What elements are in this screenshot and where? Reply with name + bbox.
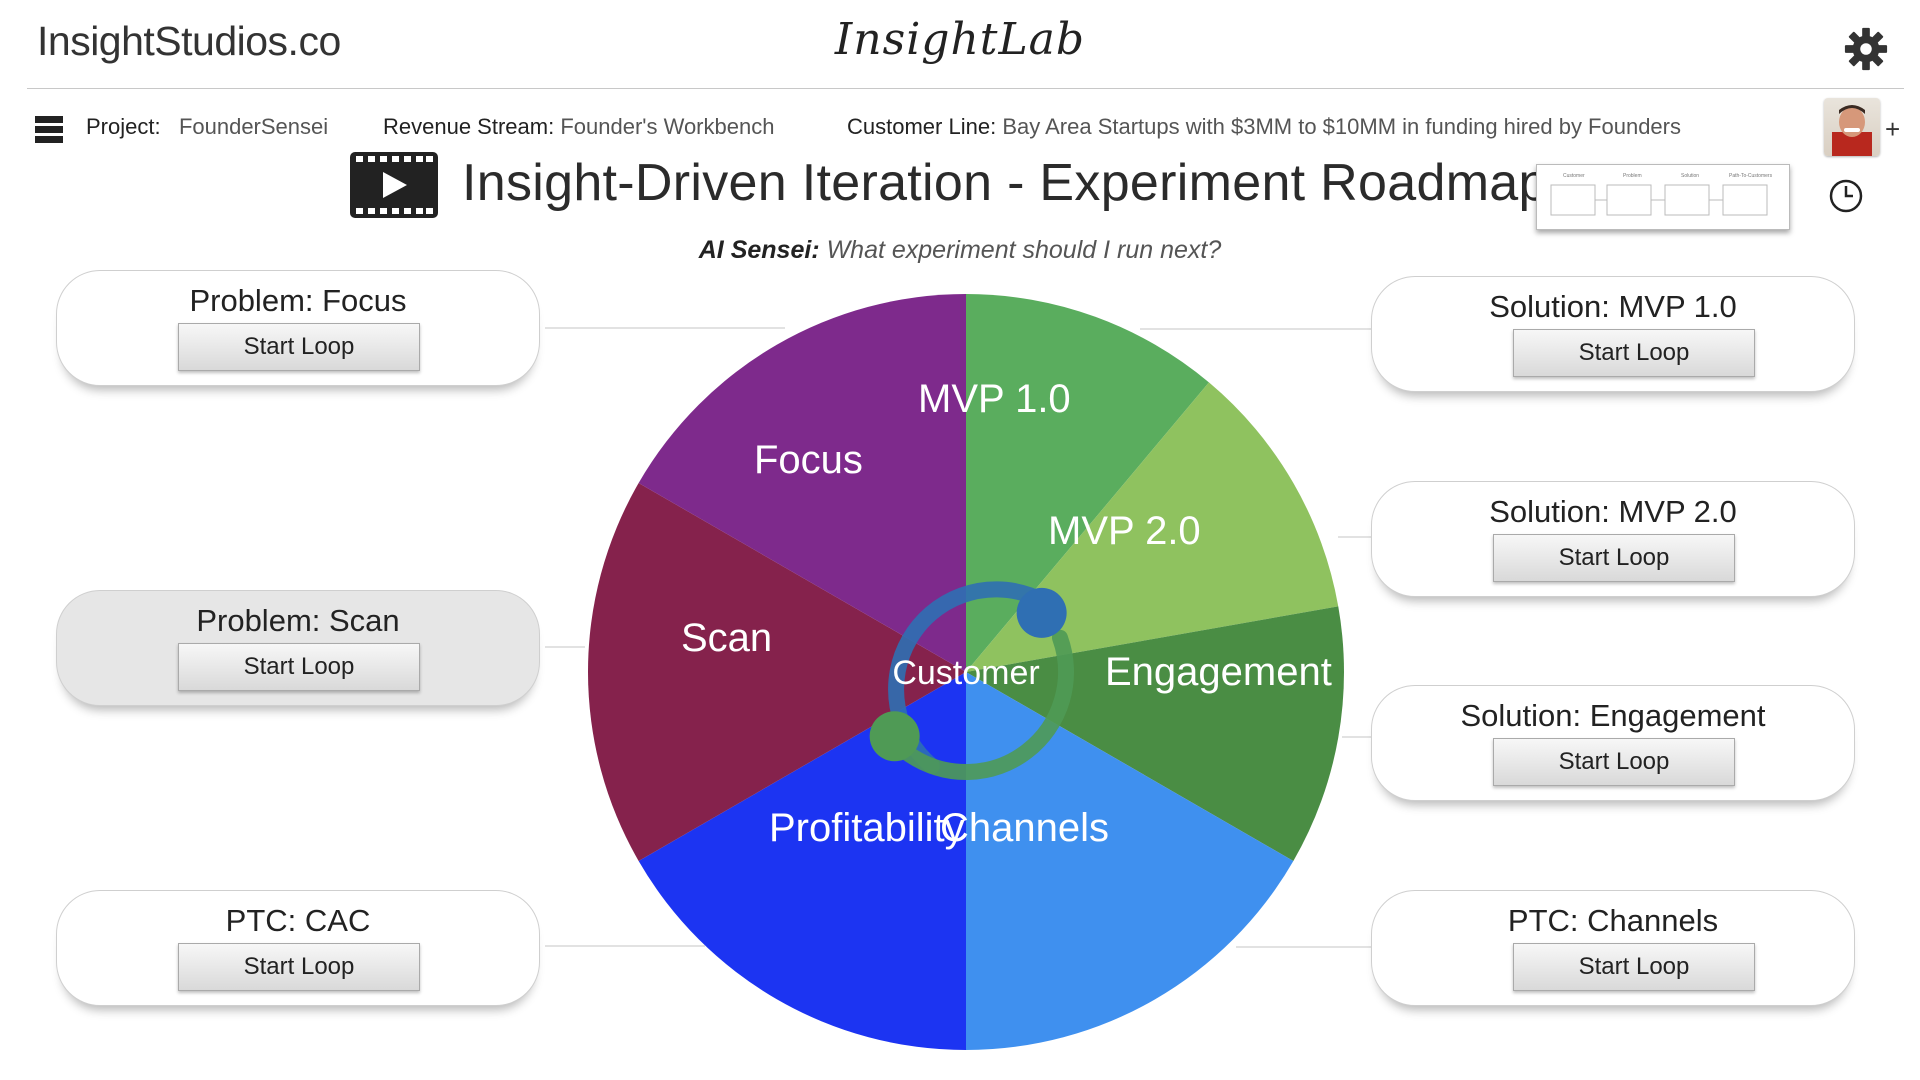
header-divider — [27, 88, 1904, 89]
loop-card-solution-mvp1[interactable]: Solution: MVP 1.0 Start Loop — [1371, 276, 1855, 392]
card-title: Solution: MVP 2.0 — [1489, 494, 1737, 529]
loop-dot — [1016, 587, 1067, 638]
connector-line — [545, 945, 705, 947]
roadmap-thumbnail[interactable]: Customer Problem Solution Path-To-Custom… — [1536, 164, 1790, 230]
loop-card-solution-engagement[interactable]: Solution: Engagement Start Loop — [1371, 685, 1855, 801]
ai-sensei-label: AI Sensei: — [698, 236, 820, 264]
menu-icon[interactable] — [35, 116, 63, 143]
customer-loop-icon — [869, 581, 1074, 780]
ai-sensei-prompt[interactable]: AI Sensei: What experiment should I run … — [0, 236, 1920, 265]
revenue-value: Founder's Workbench — [560, 114, 775, 139]
wheel-label-scan: Scan — [681, 616, 772, 660]
loop-card-solution-mvp2[interactable]: Solution: MVP 2.0 Start Loop — [1371, 481, 1855, 597]
card-title: PTC: Channels — [1507, 903, 1719, 938]
card-title: Problem: Scan — [196, 603, 400, 638]
loop-card-ptc-cac[interactable]: PTC: CAC Start Loop — [56, 890, 540, 1006]
loop-card-problem-scan[interactable]: Problem: Scan Start Loop — [56, 590, 540, 706]
revenue-label: Revenue Stream: — [383, 114, 555, 139]
wheel-label-mvp-2-0: MVP 2.0 — [1048, 509, 1201, 553]
thumb-label-solution: Solution — [1681, 173, 1699, 179]
wheel-segment-focus[interactable] — [638, 294, 966, 672]
gear-icon[interactable] — [1843, 26, 1889, 72]
wheel-segment-mvp-1-0[interactable] — [966, 294, 1209, 672]
start-loop-button[interactable]: Start Loop — [1493, 534, 1735, 582]
thumb-label-customer: Customer — [1563, 173, 1585, 179]
customer-line-info[interactable]: Customer Line: Bay Area Startups with $3… — [847, 114, 1681, 140]
wheel-label-engagement: Engagement — [1105, 650, 1332, 694]
film-play-icon[interactable] — [350, 152, 438, 218]
loop-card-ptc-channels[interactable]: PTC: Channels Start Loop — [1371, 890, 1855, 1006]
wheel-center-label[interactable]: Customer — [892, 654, 1039, 692]
ai-sensei-question: What experiment should I run next? — [826, 236, 1222, 264]
connector-line — [1236, 946, 1372, 948]
wheel-segment-profitability[interactable] — [638, 672, 966, 1050]
start-loop-button[interactable]: Start Loop — [178, 943, 420, 991]
app-logo: InsightLab — [834, 14, 1086, 65]
brand-name: InsightStudios.co — [37, 18, 341, 64]
thumb-label-problem: Problem — [1623, 173, 1642, 179]
start-loop-button[interactable]: Start Loop — [1513, 943, 1755, 991]
loop-card-problem-focus[interactable]: Problem: Focus Start Loop — [56, 270, 540, 386]
customer-value: Bay Area Startups with $3MM to $10MM in … — [1002, 114, 1681, 139]
wheel-label-mvp-1-0: MVP 1.0 — [918, 377, 1071, 421]
project-info[interactable]: Project: FounderSensei — [86, 114, 328, 140]
clock-icon[interactable] — [1828, 178, 1864, 214]
start-loop-button[interactable]: Start Loop — [1493, 738, 1735, 786]
avatar[interactable] — [1824, 98, 1880, 156]
connector-line — [1342, 736, 1372, 738]
card-title: Solution: MVP 1.0 — [1489, 289, 1737, 324]
page-title: Insight-Driven Iteration - Experiment Ro… — [462, 154, 1548, 212]
user-photo-icon — [1832, 105, 1872, 156]
thumbnail-preview: Customer Problem Solution Path-To-Custom… — [1550, 173, 1773, 216]
connector-line — [1338, 536, 1372, 538]
loop-dot — [869, 711, 920, 762]
thumb-label-ptc: Path-To-Customers — [1729, 173, 1773, 179]
add-user-button[interactable]: + — [1885, 114, 1901, 144]
connector-line — [545, 646, 585, 648]
wheel-label-profitability: Profitability — [769, 806, 965, 850]
connector-line — [545, 327, 785, 329]
revenue-stream-info[interactable]: Revenue Stream: Founder's Workbench — [383, 114, 774, 140]
wheel-label-channels: Channels — [940, 806, 1109, 850]
wheel-segment-channels[interactable] — [966, 672, 1294, 1050]
wheel-label-focus: Focus — [754, 438, 863, 482]
project-label: Project: — [86, 114, 161, 139]
project-value: FounderSensei — [178, 114, 329, 139]
start-loop-button[interactable]: Start Loop — [178, 643, 420, 691]
start-loop-button[interactable]: Start Loop — [178, 323, 420, 371]
customer-label: Customer Line: — [847, 114, 997, 139]
connector-line — [1140, 328, 1372, 330]
card-title: Problem: Focus — [189, 283, 407, 318]
wheel-segment-scan[interactable] — [588, 483, 966, 861]
card-title: PTC: CAC — [225, 903, 371, 938]
card-title: Solution: Engagement — [1460, 698, 1766, 733]
start-loop-button[interactable]: Start Loop — [1513, 329, 1755, 377]
loop-arc-lower — [900, 629, 1074, 780]
